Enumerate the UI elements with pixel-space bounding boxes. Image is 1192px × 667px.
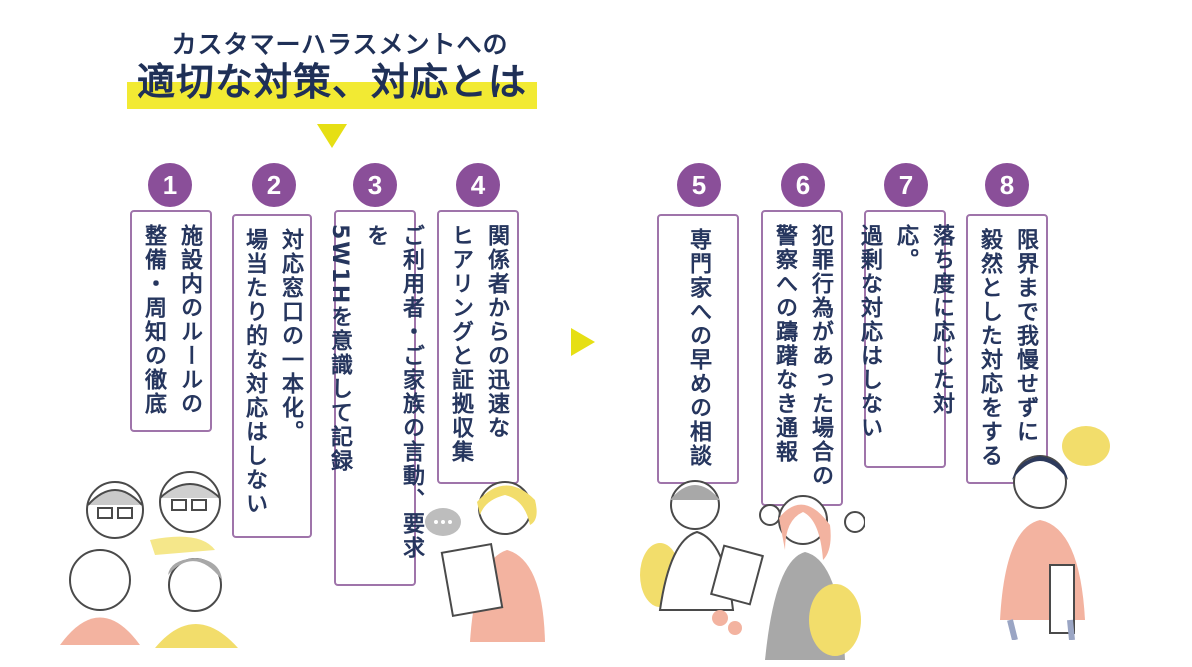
step-3-badge: 3 — [353, 163, 397, 207]
step-6-card: 犯罪行為があった場合の警察への躊躇なき通報 — [761, 210, 843, 506]
step-4-card: 関係者からの迅速なヒアリングと証拠収集 — [437, 210, 519, 484]
step-1-card: 施設内のルールの整備・周知の徹底 — [130, 210, 212, 432]
title-highlight — [127, 82, 537, 109]
step-4-badge: 4 — [456, 163, 500, 207]
nurse-clipboard-illustration — [425, 481, 545, 642]
step-5-badge: 5 — [677, 163, 721, 207]
right-arrow-icon — [571, 328, 595, 356]
step-5-card: 専門家への早めの相談 — [657, 214, 739, 484]
step-7-badge: 7 — [884, 163, 928, 207]
step-8-badge: 8 — [985, 163, 1029, 207]
step-4-text: 関係者からの迅速なヒアリングと証拠収集 — [448, 224, 509, 464]
step-7-card: 落ち度に応じた対応。過剰な対応はしない — [857, 210, 954, 468]
step-1-badge: 1 — [148, 163, 192, 207]
page-title: 適切な対策、対応とは — [136, 60, 527, 104]
step-6-text: 犯罪行為があった場合の警察への躊躇なき通報 — [772, 224, 833, 488]
step-1-text: 施設内のルールの整備・周知の徹底 — [141, 224, 202, 416]
step-5-text: 専門家への早めの相談 — [686, 228, 711, 468]
page-subtitle: カスタマーハラスメントへの — [171, 30, 509, 59]
speech-bubble-icon — [759, 504, 781, 526]
consultation-illustration — [640, 480, 865, 660]
step-7-text: 落ち度に応じた対応。過剰な対応はしない — [857, 224, 954, 440]
step-2-badge: 2 — [252, 163, 296, 207]
step-8-card: 限界まで我慢せずに毅然とした対応をする — [966, 214, 1048, 484]
step-2-text: 対応窓口の一本化。場当たり的な対応はしない — [242, 228, 303, 516]
staff-member-illustration — [1000, 426, 1110, 640]
step-2-card: 対応窓口の一本化。場当たり的な対応はしない — [232, 214, 312, 538]
step-8-text: 限界まで我慢せずに毅然とした対応をする — [977, 228, 1038, 468]
down-arrow-icon — [317, 124, 347, 148]
step-6-badge: 6 — [781, 163, 825, 207]
family-group-illustration — [60, 471, 238, 648]
speech-bubble-icon — [1062, 426, 1110, 466]
